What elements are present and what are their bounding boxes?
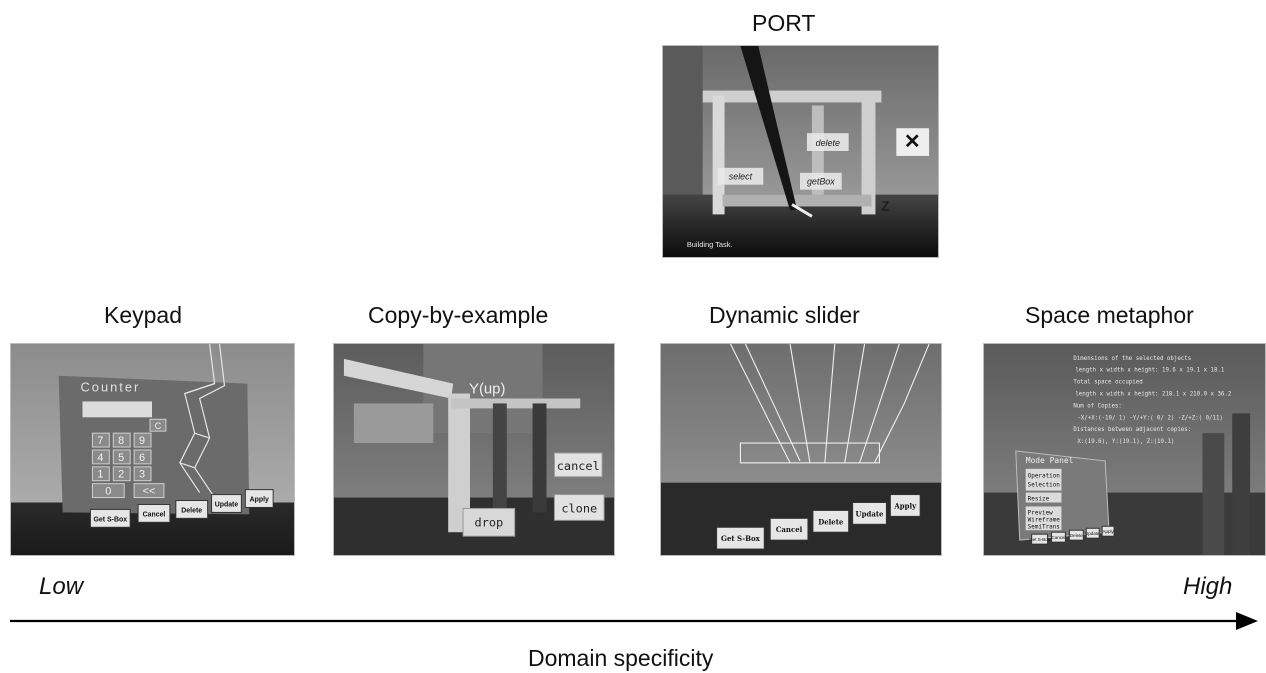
space-update-button: Update [1085, 531, 1100, 536]
keypad-update-button: Update [215, 501, 239, 508]
port-getbox-button: getBox [807, 177, 835, 187]
svg-text:X:(19.6), Y:(19.1), Z:(19.1): X:(19.6), Y:(19.1), Z:(19.1) [1077, 439, 1174, 445]
space-resize-label: Resize [1028, 496, 1050, 503]
port-z-label: Z [881, 198, 889, 213]
space-metaphor-title: Space metaphor [1025, 302, 1194, 328]
space-operation-label: Operation [1028, 473, 1061, 480]
copy-clone-button: clone [561, 501, 597, 515]
slider-get-sbox-button: Get S-Box [721, 534, 761, 543]
dynamic-slider-title: Dynamic slider [709, 302, 860, 328]
close-icon: ✕ [904, 131, 921, 153]
svg-text:-X/+X:(-10/ 1) -Y/+Y:( 0/ 2) -: -X/+X:(-10/ 1) -Y/+Y:( 0/ 2) -Z/+Z:( 0/1… [1077, 415, 1223, 421]
space-apply-button: Apply [1103, 529, 1115, 534]
port-screenshot: delete select getBox ✕ Z Building Task. [662, 45, 939, 258]
space-delete-button: Delete [1070, 533, 1083, 538]
key-5: 5 [118, 452, 124, 464]
space-preview-label: Preview [1028, 509, 1053, 516]
keypad-title: Keypad [104, 302, 183, 328]
space-cancel-button: Cancel [1052, 535, 1066, 540]
svg-text:length x width x height: 19.6: length x width x height: 19.6 x 19.1 x 1… [1075, 368, 1225, 374]
key-8: 8 [118, 435, 124, 447]
space-metaphor-screenshot: Dimensions of the selected objects lengt… [983, 343, 1266, 556]
key-1: 1 [97, 469, 103, 481]
port-caption: Building Task. [687, 240, 733, 249]
space-mode-panel-title: Mode Panel [1026, 456, 1074, 465]
slider-apply-button: Apply [893, 501, 917, 510]
key-4: 4 [97, 452, 103, 464]
svg-text:Num of Copies:: Num of Copies: [1073, 403, 1122, 409]
svg-text:Distances between adjacent cop: Distances between adjacent copies: [1073, 427, 1191, 433]
keypad-screenshot: Counter 7 8 9 4 5 6 1 2 3 0 << C [10, 343, 295, 556]
axis-low-label: Low [39, 573, 84, 600]
space-selection-label: Selection [1028, 482, 1061, 489]
keypad-panel-title: Counter [81, 380, 141, 395]
domain-specificity-arrow [10, 612, 1258, 630]
space-info-text: Dimensions of the selected objects lengt… [1073, 356, 1231, 445]
svg-text:length x width x height: 218.1: length x width x height: 218.1 x 210.0 x… [1075, 392, 1231, 398]
port-delete-button: delete [816, 138, 840, 148]
copy-by-example-title: Copy-by-example [368, 302, 549, 328]
dynamic-slider-screenshot: Get S-Box Cancel Delete Update Apply [660, 343, 942, 556]
space-wireframe-label: Wireframe [1028, 516, 1061, 523]
axis-high-label: High [1183, 573, 1233, 600]
space-semitrans-label: SemiTrans [1028, 523, 1060, 530]
keypad-keys: 7 8 9 4 5 6 1 2 3 0 << C [91, 418, 167, 499]
copy-by-example-screenshot: Y(up) cancel clone drop [333, 343, 615, 556]
port-select-button: select [729, 172, 753, 182]
keypad-apply-button: Apply [250, 497, 269, 504]
space-get-sbox-button: Get S-Box [1029, 537, 1050, 542]
key-9: 9 [139, 435, 145, 447]
key-clear: C [155, 421, 162, 431]
key-backspace: << [143, 486, 156, 498]
keypad-cancel-button: Cancel [143, 511, 166, 518]
copy-y-up-label: Y(up) [469, 382, 505, 398]
key-3: 3 [139, 469, 145, 481]
axis-label: Domain specificity [528, 645, 714, 671]
key-0: 0 [105, 486, 111, 498]
keypad-get-sbox-button: Get S-Box [94, 516, 128, 523]
svg-text:Total space occupied: Total space occupied [1073, 380, 1142, 386]
copy-cancel-button: cancel [557, 459, 600, 473]
slider-update-button: Update [856, 509, 884, 518]
svg-text:Dimensions of the selected obj: Dimensions of the selected objects [1073, 356, 1191, 362]
key-2: 2 [118, 469, 124, 481]
port-title: PORT [752, 10, 816, 36]
slider-delete-button: Delete [818, 517, 844, 526]
slider-cancel-button: Cancel [776, 525, 803, 534]
key-6: 6 [139, 452, 145, 464]
keypad-delete-button: Delete [181, 507, 202, 514]
copy-drop-button: drop [475, 515, 504, 529]
key-7: 7 [97, 435, 103, 447]
